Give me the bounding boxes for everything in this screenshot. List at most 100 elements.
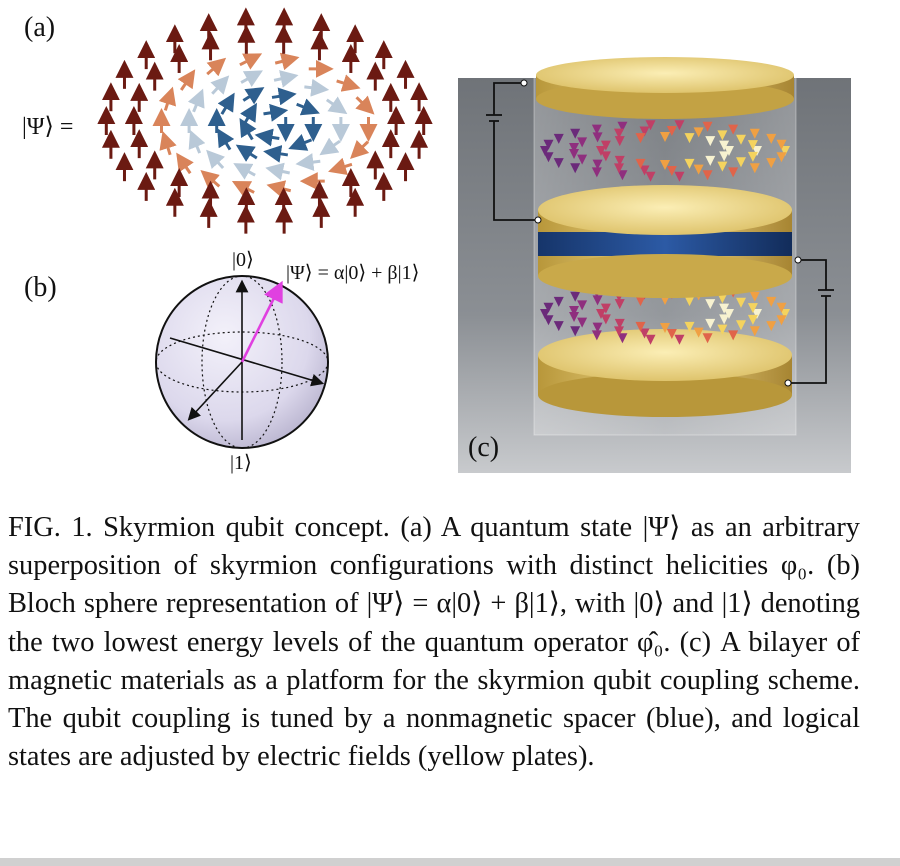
skyrmion-cone: [693, 327, 704, 338]
skyrmion-cone: [591, 124, 602, 135]
skyrmion-arrow: [240, 102, 257, 126]
skyrmion-cone: [639, 328, 650, 339]
skyrmion-arrow: [210, 75, 230, 95]
skyrmion-cone: [776, 139, 787, 150]
skyrmion-cone: [570, 163, 581, 174]
skyrmion-cone: [674, 171, 685, 182]
skyrmion-cone: [728, 330, 739, 341]
skyrmion-cone: [736, 320, 747, 331]
skyrmion-cone: [749, 326, 760, 337]
skyrmion-cone: [577, 317, 588, 328]
skyrmion-cone: [724, 146, 734, 156]
skyrmion-cone: [600, 314, 611, 325]
skyrmion-arrow: [239, 118, 257, 141]
skyrmion-cone: [724, 309, 734, 319]
skyrmion-arrow: [206, 149, 225, 170]
skyrmion-cone: [569, 148, 580, 159]
skyrmion-cone: [639, 126, 650, 137]
skyrmion-cone: [717, 324, 728, 335]
panel-b-label: (b): [24, 272, 57, 303]
skyrmion-cone: [780, 309, 790, 319]
skyrmion-arrow: [217, 128, 235, 151]
skyrmion-cone: [592, 322, 603, 333]
skyrmion-arrow: [263, 103, 289, 122]
skyrmion-cone: [600, 140, 611, 151]
skyrmion-cone: [705, 299, 716, 310]
skyrmion-arrow: [304, 78, 330, 97]
skyrmion-arrow: [350, 139, 370, 159]
skyrmion-cone: [752, 146, 762, 156]
bottom-rule: [0, 858, 900, 866]
skyrmion-arrow: [159, 130, 177, 156]
skyrmion-arrow: [188, 129, 206, 154]
skyrmion-cone: [553, 158, 564, 169]
panel-c-label: (c): [468, 432, 500, 463]
skyrmion-arrow: [288, 134, 313, 151]
skyrmion-cone: [645, 171, 656, 182]
skyrmion-cone: [747, 303, 758, 314]
skyrmion-cone: [645, 120, 656, 131]
skyrmion-cone: [543, 152, 554, 163]
skyrmion-cone: [728, 167, 739, 178]
skyrmion-cone: [674, 120, 685, 131]
skyrmion-cone: [600, 303, 611, 314]
skyrmion-cone: [635, 296, 646, 307]
skyrmion-cone: [660, 160, 670, 170]
skyrmion-cone: [719, 151, 730, 162]
skyrmion-cone: [635, 321, 646, 332]
skyrmion-cone: [736, 297, 747, 308]
skyrmion-cone: [684, 296, 695, 307]
skyrmion-cone: [596, 146, 606, 156]
skyrmion-arrow: [336, 74, 361, 92]
skyrmion-cone: [705, 318, 716, 329]
skyrmion-cone: [684, 158, 695, 169]
bloch-sphere: [155, 275, 329, 449]
skyrmion-cone: [752, 309, 762, 319]
skyrmion-cone: [569, 306, 580, 317]
skyrmion-cone: [635, 133, 646, 144]
skyrmion-cone: [543, 139, 554, 150]
skyrmion-cone: [592, 159, 603, 170]
skyrmion-cone: [684, 321, 695, 332]
skyrmion-cone: [666, 126, 677, 137]
skyrmion-cone: [639, 165, 650, 176]
skyrmion-cone: [614, 318, 625, 329]
skyrmion-cone: [569, 311, 580, 322]
skyrmion-arrow: [177, 69, 196, 91]
skyrmion-cone: [553, 296, 564, 307]
skyrmion-cone: [569, 143, 580, 154]
skyrmion-cone: [666, 328, 677, 339]
skyrmion-arrow: [263, 145, 289, 163]
skyrmion-cone: [543, 315, 554, 326]
skyrmion-cone: [749, 163, 760, 174]
skyrmion-cone: [749, 291, 760, 302]
skyrmion-cone: [766, 321, 777, 332]
skyrmion-arrow: [325, 96, 348, 115]
skyrmion-cone: [717, 161, 728, 172]
skyrmion-cone: [591, 167, 602, 178]
skyrmion-cone: [614, 155, 625, 166]
skyrmion-cone: [702, 121, 713, 132]
skyrmion-cone: [719, 140, 730, 151]
skyrmion-cone: [553, 321, 564, 332]
skyrmion-cone: [736, 157, 747, 168]
bilayer-device-illustration: [458, 57, 851, 473]
skyrmion-cone: [596, 309, 606, 319]
skyrmion-cone: [553, 133, 564, 144]
skyrmion-cone: [717, 130, 728, 141]
panel-a-label: (a): [24, 12, 56, 43]
skyrmion-arrow: [242, 87, 265, 105]
skyrmion-cone: [776, 315, 787, 326]
skyrmion-cone: [766, 133, 777, 144]
skyrmion-arrow: [158, 86, 177, 111]
skyrmion-cone: [591, 330, 602, 341]
skyrmion-cone: [570, 291, 581, 302]
skyrmion-arrow: [254, 128, 280, 147]
skyrmion-arrow: [235, 144, 258, 162]
figure-caption: FIG. 1. Skyrmion qubit concept. (a) A qu…: [8, 509, 860, 776]
skyrmion-cone: [717, 293, 728, 304]
skyrmion-cone: [592, 295, 603, 306]
skyrmion-arrow: [200, 169, 221, 189]
skyrmion-cone: [617, 170, 628, 181]
skyrmion-arrow: [295, 153, 321, 171]
